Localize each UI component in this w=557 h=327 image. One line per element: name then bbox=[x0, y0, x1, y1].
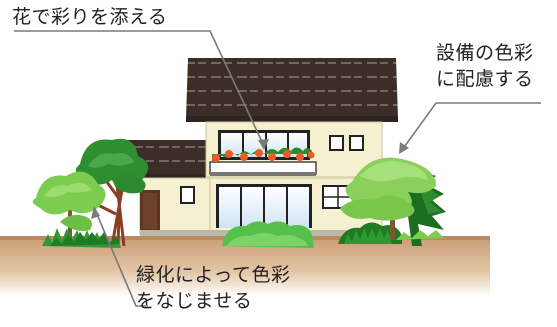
left-shrub bbox=[32, 171, 106, 240]
flower-planter bbox=[209, 147, 317, 176]
callout-greenery-line2: をなじませる bbox=[136, 290, 253, 312]
arrowhead-greenery bbox=[91, 206, 100, 219]
small-windows bbox=[329, 135, 364, 151]
arrowhead-flowers bbox=[258, 139, 269, 150]
dark-hedge bbox=[338, 222, 402, 244]
callout-flowers-text: 花で彩りを添える bbox=[12, 6, 168, 28]
callout-greenery-line1: 緑化によって色彩 bbox=[136, 264, 291, 286]
leader-line-greenery bbox=[95, 211, 148, 307]
annex-window bbox=[180, 186, 195, 204]
leader-line-flowers bbox=[14, 30, 265, 147]
side-window bbox=[322, 185, 354, 209]
ground-bushes bbox=[42, 228, 444, 248]
callout-equipment-line2: に配慮する bbox=[436, 68, 534, 90]
arrowhead-equipment bbox=[399, 142, 409, 154]
lower-window bbox=[216, 184, 312, 228]
main-roof bbox=[186, 58, 398, 122]
leader-lines bbox=[14, 30, 541, 307]
callout-flowers: 花で彩りを添える bbox=[12, 4, 167, 30]
right-tree bbox=[340, 157, 446, 246]
left-tree bbox=[75, 138, 149, 247]
front-door bbox=[140, 190, 160, 232]
callout-greenery: 緑化によって色彩 をなじませる bbox=[136, 262, 290, 314]
callout-equipment-line1: 設備の色彩 bbox=[436, 42, 534, 64]
front-hedge bbox=[222, 221, 314, 248]
callout-equipment: 設備の色彩 に配慮する bbox=[436, 40, 534, 92]
leader-arrowheads bbox=[91, 139, 409, 219]
leader-line-equipment bbox=[401, 102, 541, 151]
upper-window bbox=[218, 130, 310, 160]
